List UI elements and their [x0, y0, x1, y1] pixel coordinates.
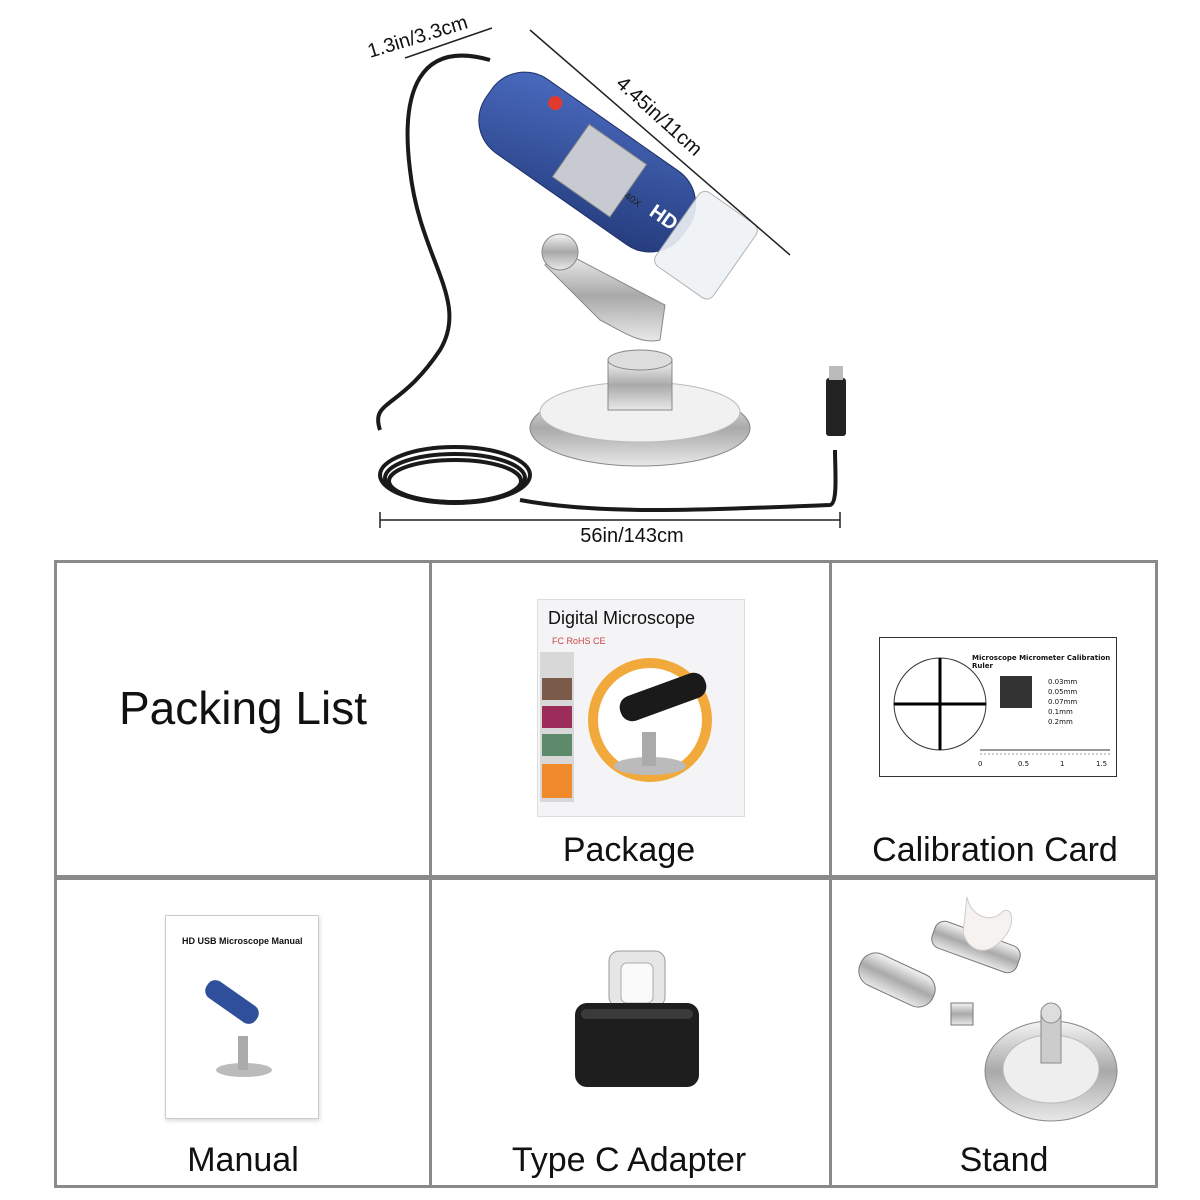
calibration-line-0: 0.03mm: [1048, 678, 1078, 686]
calibration-line-3: 0.1mm: [1048, 708, 1073, 716]
package-box-image: Digital Microscope FC RoHS CE: [537, 599, 745, 817]
item-type-c-adapter-caption: Type C Adapter: [511, 1141, 747, 1179]
stand-parts-image: [858, 896, 1118, 1122]
type-c-adapter-image: [575, 950, 699, 1087]
usb-plug-icon: [826, 366, 846, 436]
package-artwork: [540, 652, 712, 802]
manual-title: HD USB Microscope Manual: [182, 936, 303, 946]
calibration-card-title: Microscope Micrometer Calibration Ruler: [972, 654, 1111, 670]
usb-cable: [376, 53, 838, 512]
package-cert-marks: FC RoHS CE: [552, 636, 606, 646]
calibration-scale-1: 0.5: [1018, 760, 1030, 768]
package-box-title: Digital Microscope: [548, 608, 696, 628]
item-package-caption: Package: [562, 831, 696, 869]
cable-dimension-label: 56in/143cm: [580, 525, 683, 547]
item-manual-caption: Manual: [187, 1141, 299, 1179]
item-calibration-card-caption: Calibration Card: [872, 831, 1118, 869]
calibration-card-artwork: [893, 657, 1110, 755]
packing-list-grid: Packing List Digital Microscope FC RoHS …: [54, 560, 1158, 1188]
stand-base: [529, 233, 751, 467]
calibration-line-4: 0.2mm: [1048, 718, 1073, 726]
calibration-line-1: 0.05mm: [1048, 688, 1078, 696]
dimension-lines: [379, 27, 841, 528]
packing-list-heading: Packing List: [118, 682, 367, 734]
calibration-line-2: 0.07mm: [1048, 698, 1078, 706]
calibration-scale-2: 1: [1060, 760, 1065, 768]
calibration-card-image: Microscope Micrometer Calibration Ruler …: [879, 637, 1117, 777]
item-stand-caption: Stand: [959, 1141, 1049, 1179]
calibration-scale-3: 1.5: [1096, 760, 1108, 768]
manual-artwork: [205, 980, 272, 1077]
manual-image: HD USB Microscope Manual: [165, 915, 319, 1119]
microscope-illustration: HD 40X 1.3in/3.3cm 4.45in/11cm 56in/143c…: [365, 12, 846, 547]
grid-divider: [829, 563, 832, 1185]
microscope-body: HD 40X: [478, 71, 758, 300]
grid-divider: [429, 563, 432, 1185]
calibration-scale-0: 0: [978, 760, 983, 768]
grid-divider: [57, 875, 1155, 880]
